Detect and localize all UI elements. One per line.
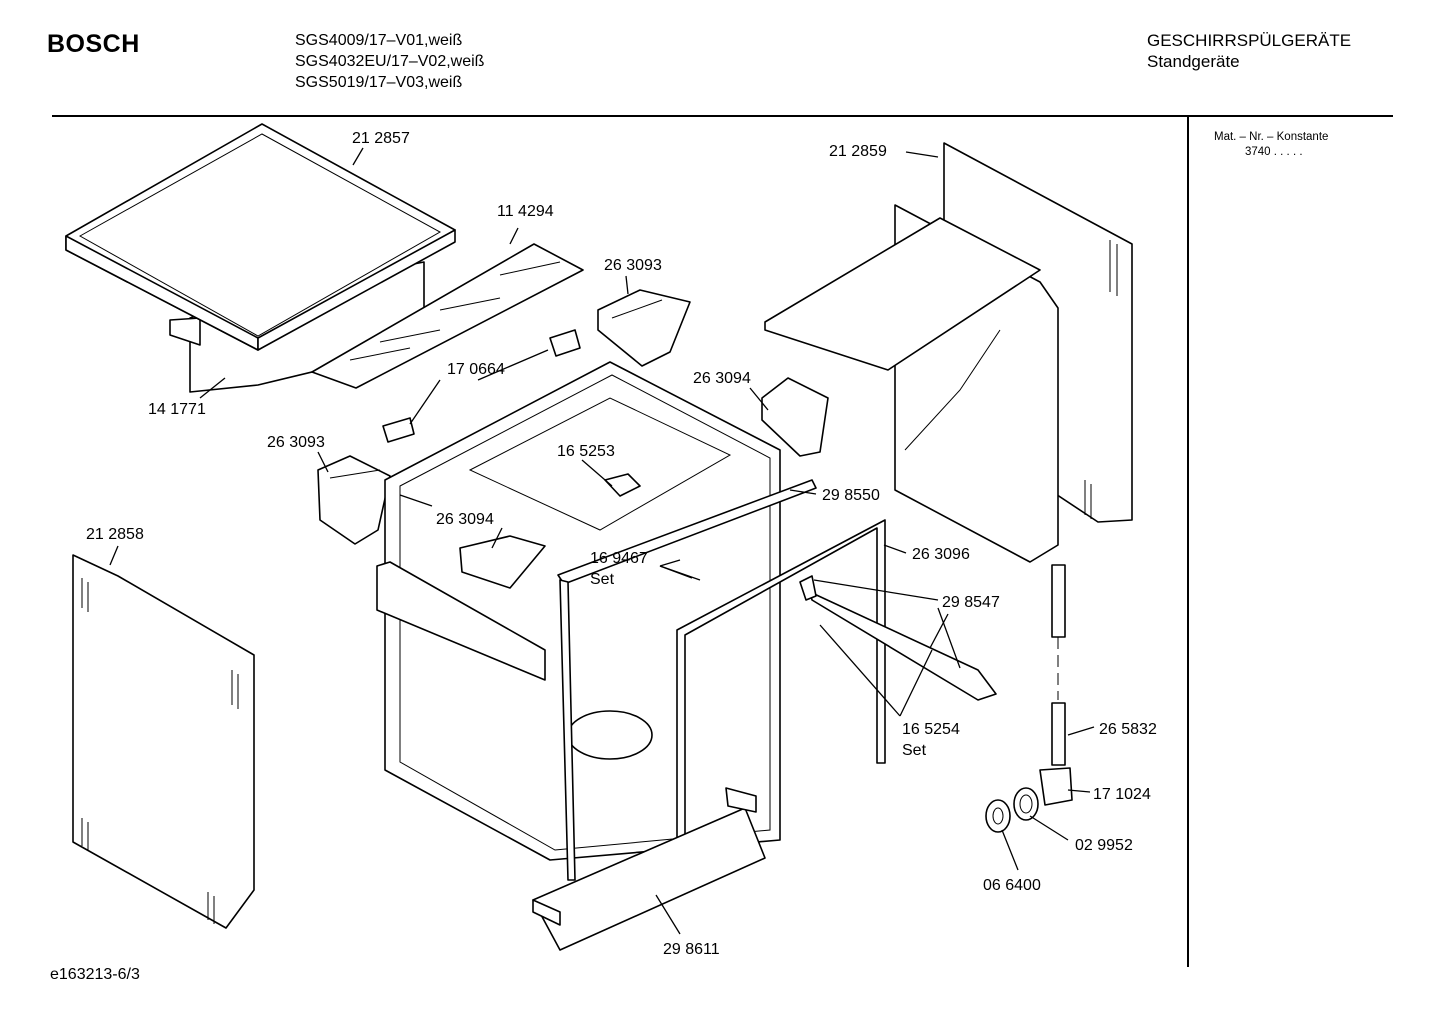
label-insulation-sheet: 11 4294 <box>497 203 554 220</box>
label-rail-set-sub: Set <box>902 742 927 759</box>
model-line: SGS5019/17–V03,weiß <box>295 74 463 91</box>
rear-panel-part <box>764 204 1059 563</box>
side-panel-left-part <box>72 554 255 929</box>
category-title: GESCHIRRSPÜLGERÄTE <box>1147 31 1352 50</box>
header-divider <box>52 115 1393 117</box>
label-bracket-left: 26 3094 <box>436 511 494 528</box>
material-constant: Mat. – Nr. – Konstante 3740 . . . . . <box>1214 130 1328 160</box>
label-seal-top: 29 8550 <box>822 487 880 504</box>
model-line: SGS4009/17–V01,weiß <box>295 32 463 49</box>
kick-plate-part <box>532 787 766 951</box>
label-cap: 06 6400 <box>983 877 1041 894</box>
label-clip-left: 26 3093 <box>267 434 325 451</box>
cap-part <box>985 799 1011 833</box>
top-cover-part <box>65 123 456 393</box>
label-hinge-bracket: 17 0664 <box>447 361 505 378</box>
label-hose: 26 5832 <box>1099 721 1157 738</box>
material-label: Mat. – Nr. – Konstante <box>1214 131 1329 143</box>
rail-part <box>799 575 997 701</box>
label-clip-right: 26 3093 <box>604 257 662 274</box>
part-labels: 21 2857 11 4294 14 1771 26 3093 17 0664 … <box>86 130 1157 958</box>
gasket-part <box>1013 787 1039 821</box>
hinge-bracket-part <box>382 329 581 443</box>
drawing-code: e163213-6/3 <box>50 966 140 983</box>
label-rail-set: 16 5254 <box>902 721 960 738</box>
insulation-sheet-part <box>311 243 584 389</box>
clip-right-part <box>597 289 691 367</box>
label-spray-arm-set: 16 9467 <box>590 550 648 567</box>
label-top-cover: 21 2857 <box>352 130 410 147</box>
label-bracket-right: 26 3094 <box>693 370 751 387</box>
hose-part <box>1039 564 1073 806</box>
clip-left-part <box>317 455 391 545</box>
sidebar-divider <box>1187 117 1189 967</box>
label-kick-plate: 29 8611 <box>663 941 720 958</box>
leader-lines <box>109 147 1095 935</box>
label-guide: 16 5253 <box>557 443 615 460</box>
label-side-panel-right: 21 2859 <box>829 143 887 160</box>
label-door-seal: 26 3096 <box>912 546 970 563</box>
bracket-right-part <box>761 377 829 457</box>
model-list: SGS4009/17–V01,weiß SGS4032EU/17–V02,wei… <box>295 30 484 93</box>
top-seal-part <box>557 479 817 881</box>
label-side-panel-left: 21 2858 <box>86 526 144 543</box>
material-value: 3740 . . . . . <box>1245 146 1303 158</box>
model-line: SGS4032EU/17–V02,weiß <box>295 53 485 70</box>
category-subtitle: Standgeräte <box>1147 52 1240 71</box>
brand-logo: BOSCH <box>47 30 140 58</box>
label-spray-arm-set-sub: Set <box>590 571 615 588</box>
label-rail: 29 8547 <box>942 594 1000 611</box>
label-elbow: 17 1024 <box>1093 786 1151 803</box>
label-lower-trim: 14 1771 <box>148 401 206 418</box>
label-gasket: 02 9952 <box>1075 837 1133 854</box>
category-block: GESCHIRRSPÜLGERÄTE Standgeräte <box>1147 30 1351 72</box>
